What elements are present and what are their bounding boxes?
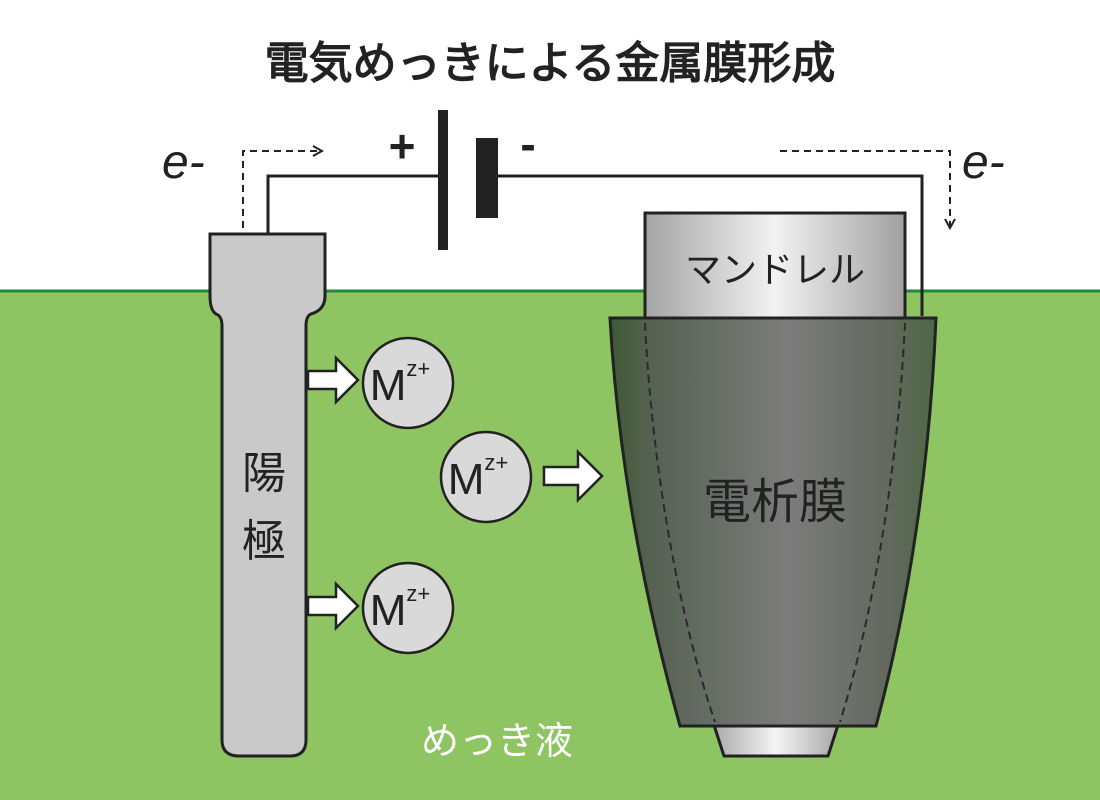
- battery-positive-plate: [438, 110, 448, 250]
- ion-charge: z+: [406, 581, 430, 606]
- battery-plus-sign: +: [389, 120, 416, 172]
- battery-minus-sign: -: [520, 118, 535, 170]
- anode-label-1: 陽: [242, 448, 286, 499]
- electron-label-left: e-: [162, 136, 205, 189]
- mandrel: [643, 211, 907, 325]
- ion-charge: z+: [406, 356, 430, 381]
- circuit-wire: [266, 174, 442, 234]
- anode-electrode: [208, 232, 327, 758]
- ion-symbol: M: [370, 586, 407, 635]
- ion-arrow-2: [306, 580, 360, 632]
- ion-arrow-1: [306, 354, 360, 406]
- page-title: 電気めっきによる金属膜形成: [265, 38, 836, 89]
- electron-flow-arrow-right: [780, 150, 950, 228]
- electrodeposited-film: [608, 316, 938, 728]
- ion-symbol: M: [370, 361, 407, 410]
- mandrel-hidden-outline-left: [644, 322, 716, 723]
- anode-label-2: 極: [242, 516, 286, 567]
- mandrel-label: マンドレル: [685, 250, 865, 291]
- metal-ion-3: Mz+: [361, 561, 455, 655]
- circuit-wire-right: [490, 174, 924, 316]
- svg-text:Mz+: Mz+: [370, 356, 431, 410]
- ion-symbol: M: [448, 455, 485, 504]
- metal-ion-2: Mz+: [439, 430, 533, 524]
- deposit-label: 電析膜: [703, 474, 847, 530]
- electron-label-right: e-: [962, 136, 1005, 189]
- svg-text:Mz+: Mz+: [448, 450, 509, 504]
- ion-charge: z+: [484, 450, 508, 475]
- metal-ion-1: Mz+: [361, 336, 455, 430]
- solution-label: めっき液: [421, 719, 573, 763]
- ion-arrow-3: [542, 448, 604, 504]
- mandrel-hidden-outline-right: [839, 322, 906, 723]
- electron-flow-arrow-left: [242, 151, 322, 228]
- svg-text:Mz+: Mz+: [370, 581, 431, 635]
- battery-negative-plate: [476, 138, 498, 218]
